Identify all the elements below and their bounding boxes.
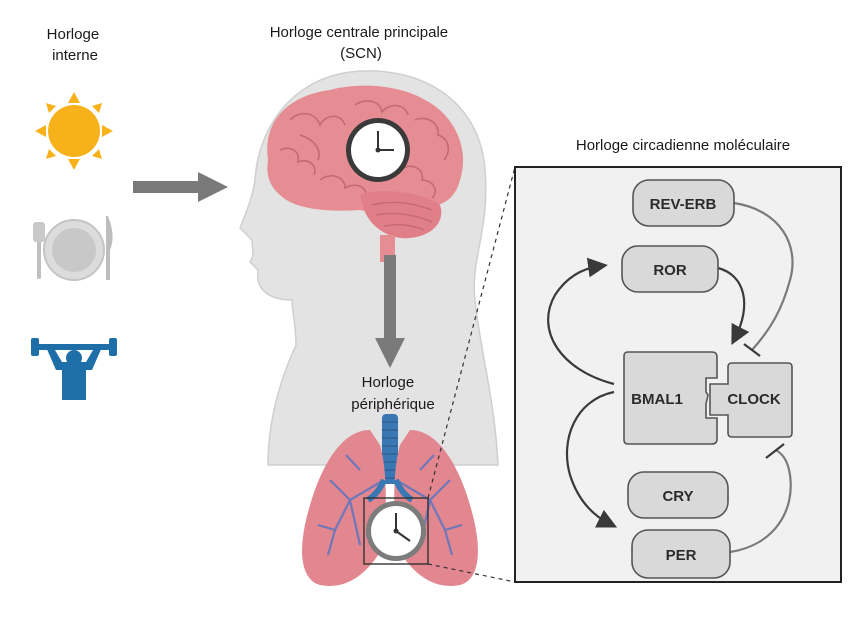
zoom-line-bottom xyxy=(427,563,516,583)
svg-text:BMAL1: BMAL1 xyxy=(631,391,683,408)
input-arrow xyxy=(133,172,228,202)
svg-text:PER: PER xyxy=(666,547,697,564)
central-clock-label: Horloge centrale principale (SCN) xyxy=(270,24,453,62)
zoom-line-top xyxy=(427,166,516,499)
internal-clock-label: Horloge interne xyxy=(47,26,104,64)
svg-text:CLOCK: CLOCK xyxy=(727,391,780,408)
node-cry: CRY xyxy=(627,471,729,519)
brain-clock-icon xyxy=(346,118,410,182)
node-ror: ROR xyxy=(621,245,719,293)
weightlifter-icon xyxy=(31,338,117,400)
svg-text:REV-ERB: REV-ERB xyxy=(650,196,717,213)
sun-icon xyxy=(35,92,113,170)
node-clock: CLOCK xyxy=(709,362,793,438)
zoom-box xyxy=(363,497,429,565)
node-per: PER xyxy=(631,529,731,579)
peripheral-clock-label: Horloge périphérique xyxy=(351,374,434,413)
svg-text:CRY: CRY xyxy=(662,488,693,505)
node-rev-erb: REV-ERB xyxy=(632,179,735,227)
pathway-arrows xyxy=(547,201,794,554)
molecular-clock-title: Horloge circadienne moléculaire xyxy=(576,137,790,154)
plate-fork-knife-icon xyxy=(33,216,113,281)
node-bmal1: BMAL1 xyxy=(623,351,718,445)
svg-text:ROR: ROR xyxy=(653,262,687,279)
down-arrow xyxy=(375,255,405,368)
lung-clock-icon xyxy=(366,501,426,561)
